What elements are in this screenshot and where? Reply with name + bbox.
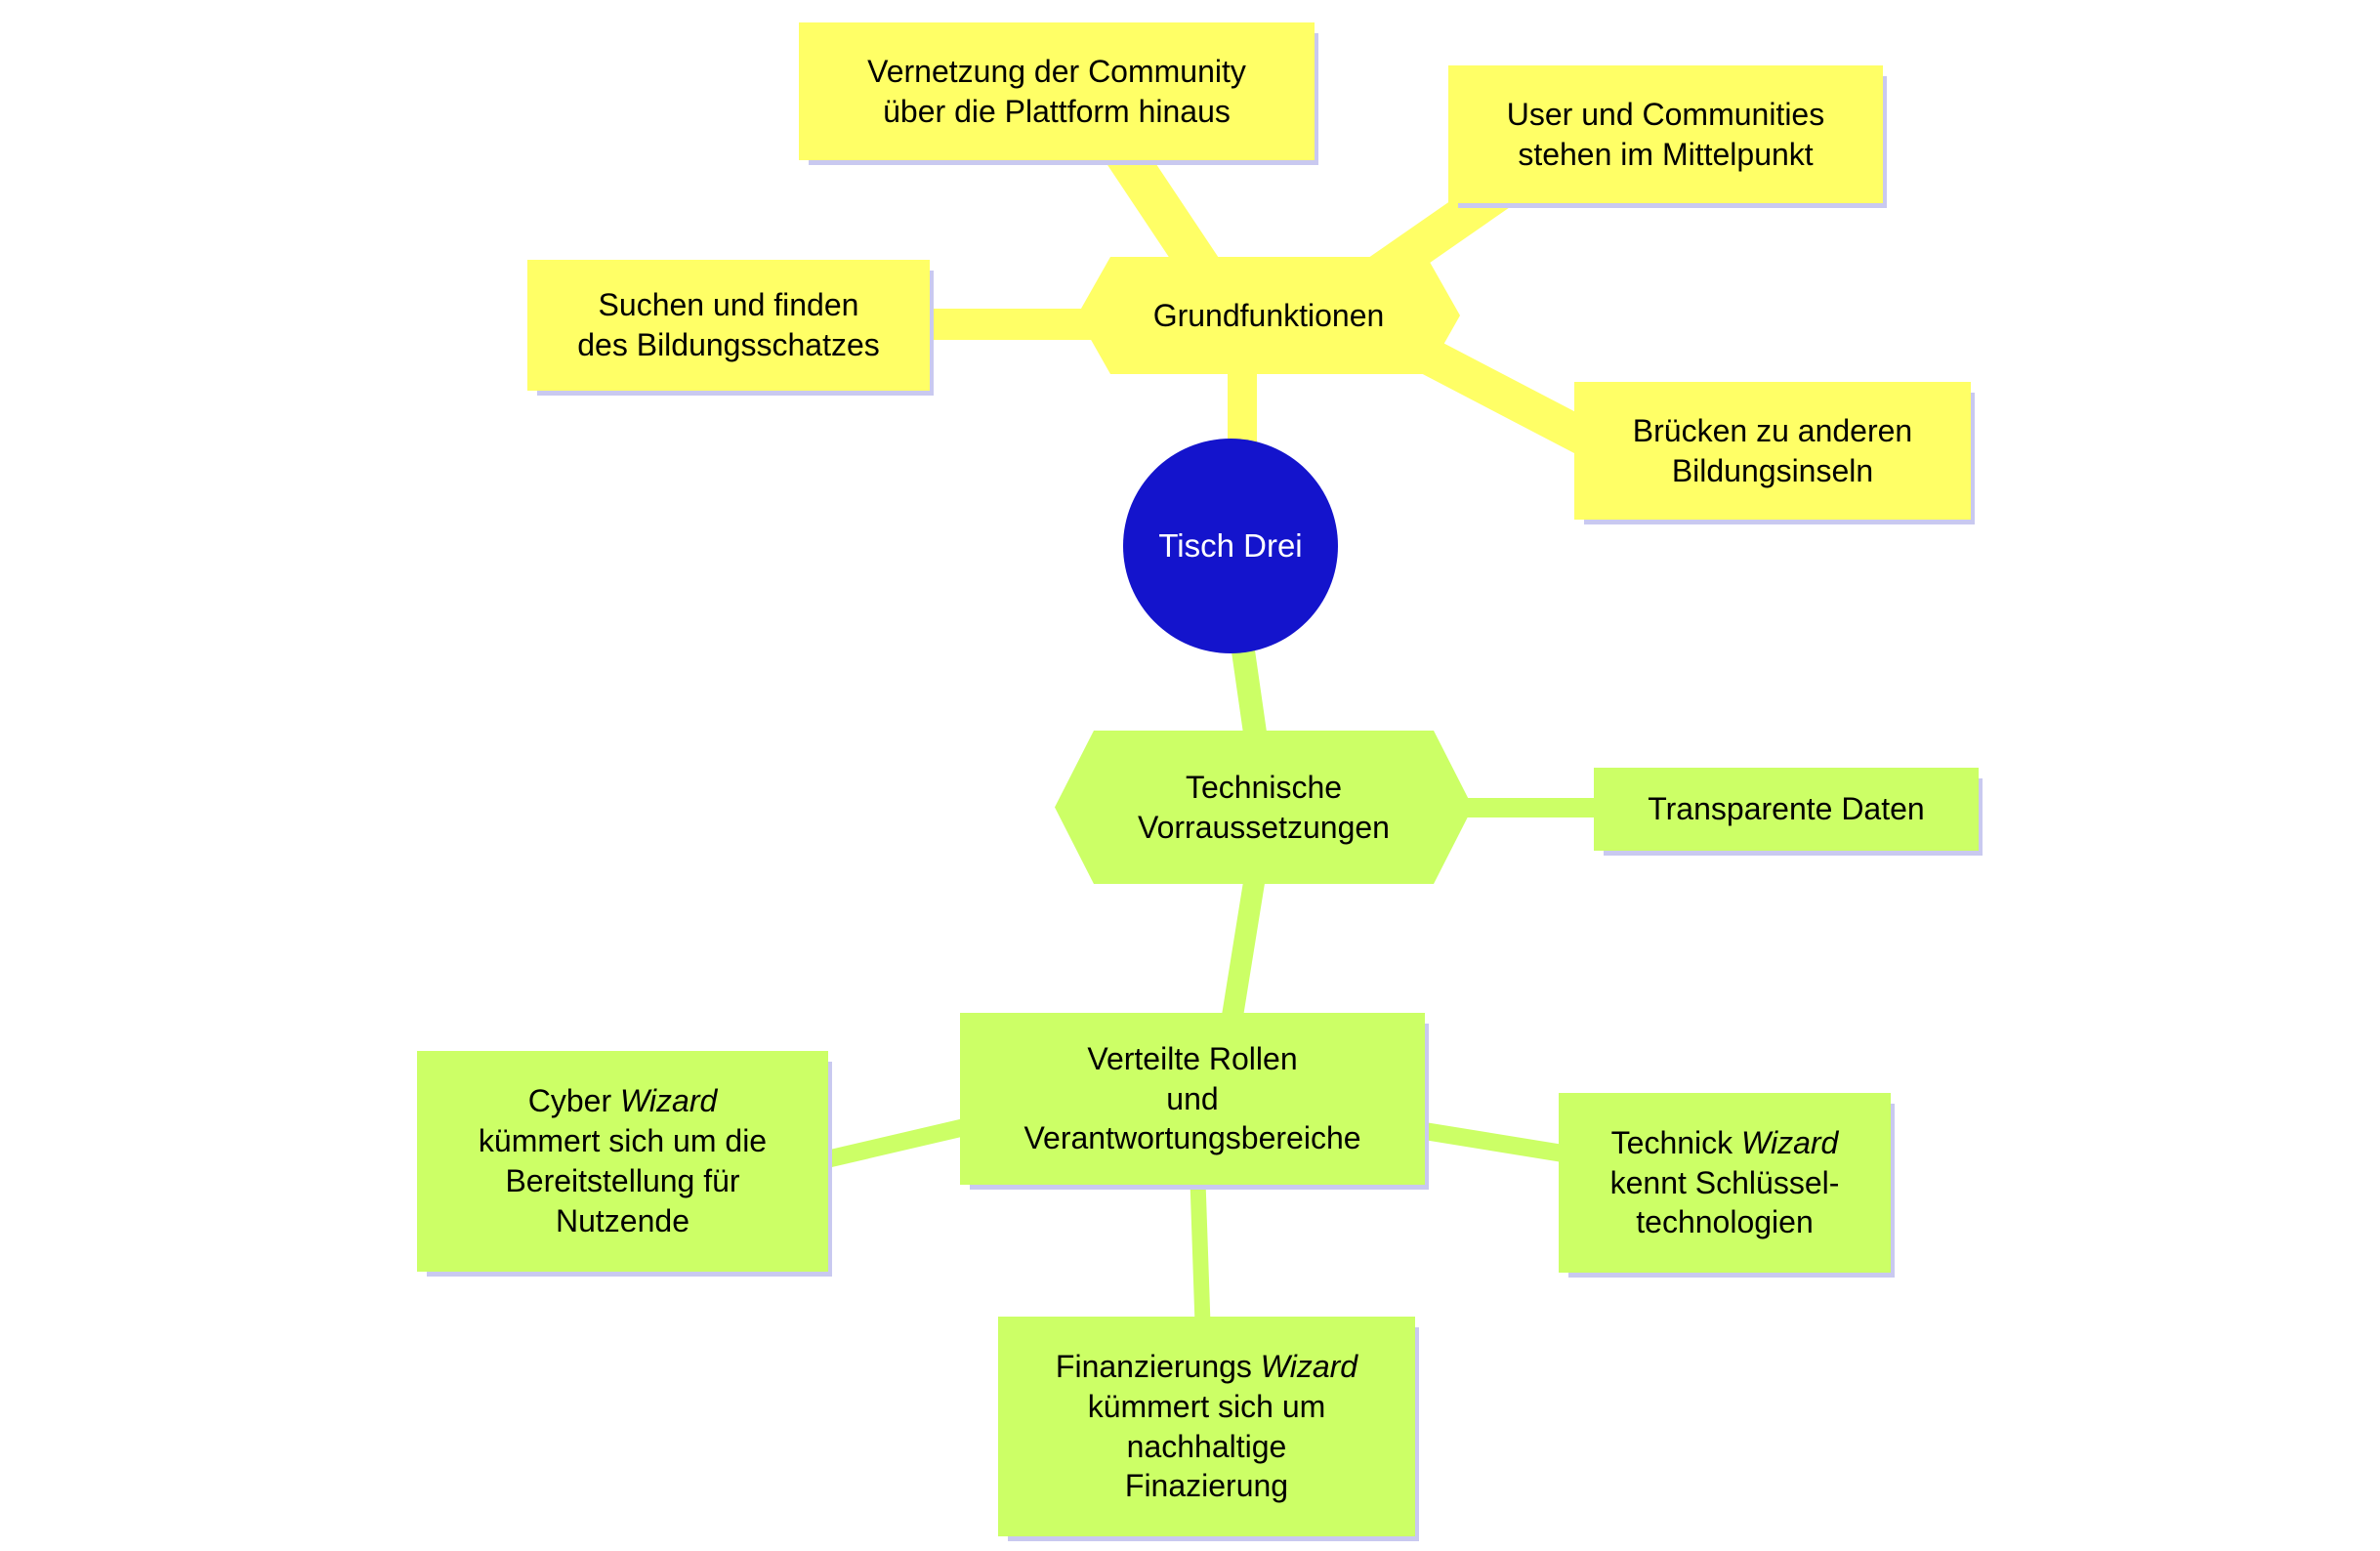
node-label-pre: Finanzierungs	[1055, 1348, 1261, 1384]
node-label: User und Communities stehen im Mittelpun…	[1506, 96, 1825, 172]
node-label: Finanzierungs Wizard kümmert sich um nac…	[1046, 1343, 1367, 1511]
node-label: Transparente Daten	[1648, 791, 1925, 827]
node-technick-wizard[interactable]: Technick Wizard kennt Schlüssel- technol…	[1559, 1093, 1891, 1273]
node-label-em: Wizard	[619, 1083, 718, 1119]
node-label-pre: Technick	[1610, 1124, 1742, 1160]
node-label: Technische Vorraussetzungen	[1138, 769, 1390, 845]
node-bruecken[interactable]: Brücken zu anderen Bildungsinseln	[1574, 382, 1971, 520]
node-user-communities[interactable]: User und Communities stehen im Mittelpun…	[1448, 65, 1883, 203]
node-transparente-daten[interactable]: Transparente Daten	[1594, 768, 1979, 851]
connector-technische-verteilte	[1218, 862, 1268, 1042]
connector-verteilte-technick	[1404, 1119, 1589, 1166]
node-label: Suchen und finden des Bildungsschatzes	[577, 287, 880, 362]
node-suchen-finden[interactable]: Suchen und finden des Bildungsschatzes	[527, 260, 930, 391]
node-label-em: Wizard	[1260, 1348, 1358, 1384]
node-technische-vorraussetzungen[interactable]: Technische Vorraussetzungen	[1055, 731, 1473, 884]
node-label: Brücken zu anderen Bildungsinseln	[1632, 412, 1913, 488]
node-finanzierungs-wizard[interactable]: Finanzierungs Wizard kümmert sich um nac…	[998, 1317, 1415, 1536]
node-label: Tisch Drei	[1158, 526, 1303, 564]
connector-verteilte-finanzierungs	[1190, 1166, 1211, 1339]
node-cyber-wizard[interactable]: Cyber Wizard kümmert sich um die Bereits…	[417, 1051, 828, 1272]
node-label-pre: Cyber	[527, 1083, 620, 1119]
node-label-post: kümmert sich um die Bereitstellung für N…	[478, 1123, 768, 1238]
connector-verteilte-cyber	[803, 1114, 984, 1173]
node-label-post: kennt Schlüssel- technologien	[1609, 1164, 1840, 1240]
node-label: Cyber Wizard kümmert sich um die Bereits…	[469, 1077, 776, 1245]
node-label-em: Wizard	[1741, 1124, 1839, 1160]
node-label: Verteilte Rollen und Verantwortungsberei…	[1023, 1040, 1361, 1156]
node-label: Grundfunktionen	[1152, 297, 1385, 333]
node-label-post: kümmert sich um nachhaltige Finazierung	[1087, 1388, 1326, 1504]
node-tisch-drei-root[interactable]: Tisch Drei	[1123, 439, 1338, 653]
node-label: Technick Wizard kennt Schlüssel- technol…	[1601, 1119, 1850, 1247]
node-verteilte-rollen[interactable]: Verteilte Rollen und Verantwortungsberei…	[960, 1013, 1425, 1185]
node-vernetzung[interactable]: Vernetzung der Community über die Plattf…	[799, 22, 1315, 160]
node-grundfunktionen[interactable]: Grundfunktionen	[1077, 257, 1460, 374]
node-label: Vernetzung der Community über die Plattf…	[867, 53, 1246, 129]
